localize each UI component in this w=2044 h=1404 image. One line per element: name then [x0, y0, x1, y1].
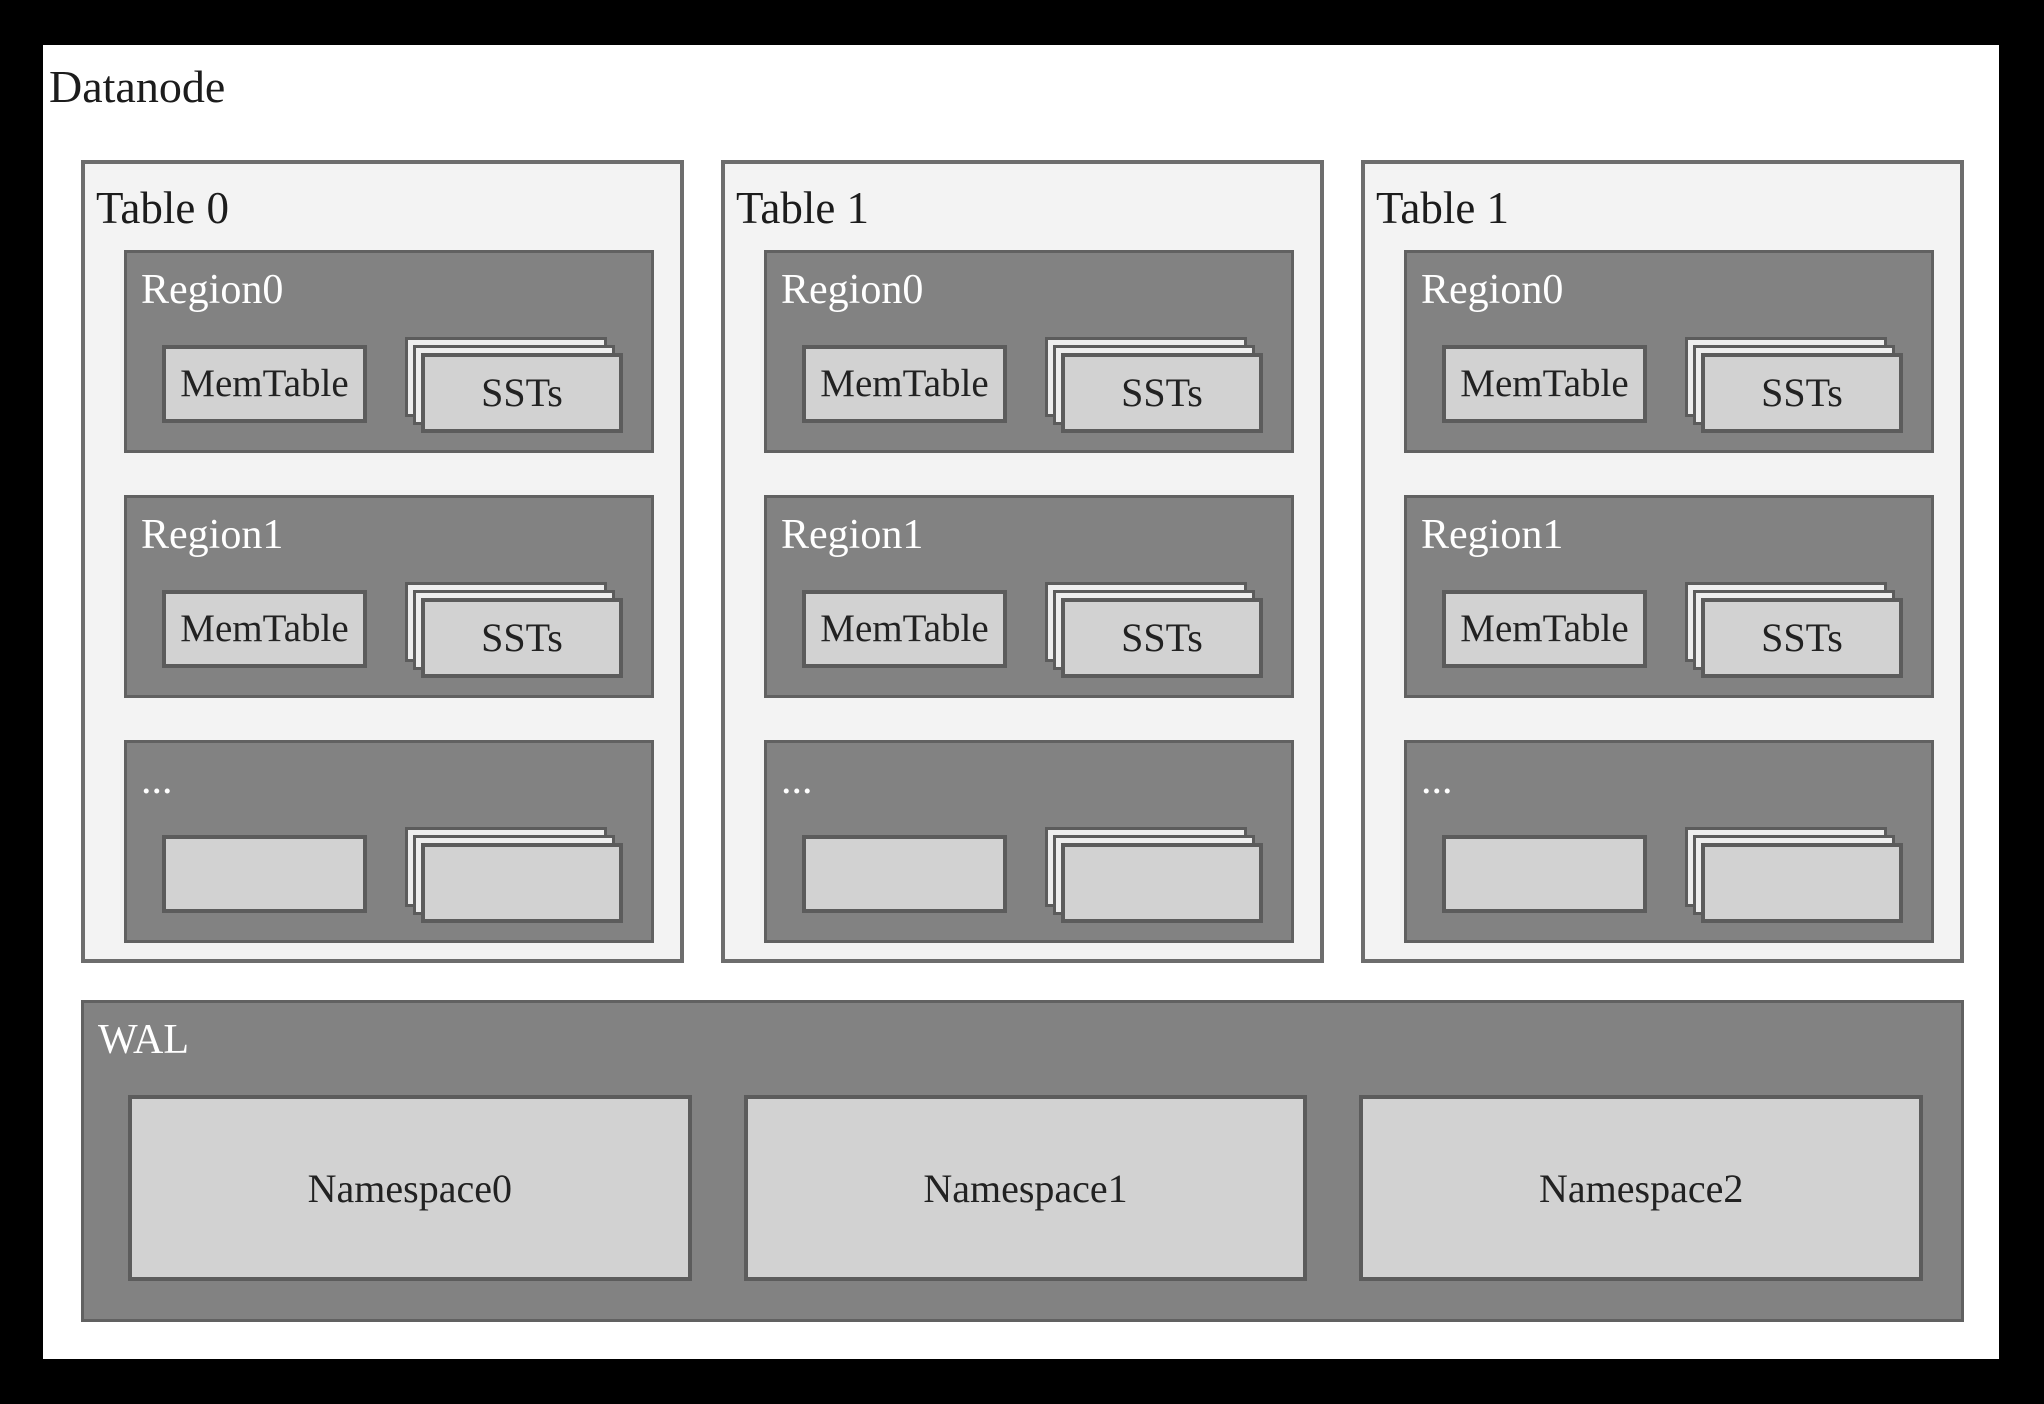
- memtable-box-empty: [162, 834, 367, 913]
- ssts-stack: SSTs: [1045, 581, 1263, 678]
- region-box-ellipsis: ...: [1404, 739, 1934, 943]
- memtable-box: MemTable: [162, 344, 367, 423]
- diagram-title: Datanode: [49, 61, 226, 112]
- region-label: ...: [781, 756, 813, 803]
- table-box-2: Table 1 Region0 MemTable SSTs Region1: [1361, 160, 1964, 963]
- region-label: Region1: [781, 511, 924, 558]
- regions-column: Region0 MemTable SSTs Region1 MemTable: [124, 249, 654, 943]
- region-box-ellipsis: ...: [764, 739, 1294, 943]
- wal-box: WAL Namespace0 Namespace1 Namespace2: [81, 1000, 1964, 1322]
- ssts-front-box: [1061, 842, 1263, 923]
- region-box: Region0 MemTable SSTs: [1404, 249, 1934, 453]
- region-box: Region1 MemTable SSTs: [1404, 494, 1934, 698]
- region-body: MemTable SSTs: [1442, 581, 1903, 678]
- region-body: MemTable SSTs: [802, 581, 1263, 678]
- memtable-box-empty: [802, 834, 1007, 913]
- namespace-box: Namespace1: [743, 1095, 1308, 1281]
- region-body: [1442, 826, 1903, 923]
- ssts-front-box: SSTs: [421, 352, 623, 433]
- region-label: Region0: [781, 266, 924, 313]
- region-label: Region1: [1421, 511, 1564, 558]
- namespaces-row: Namespace0 Namespace1 Namespace2: [128, 1095, 1924, 1281]
- table-box-1: Table 1 Region0 MemTable SSTs Region1: [721, 160, 1324, 963]
- ssts-front-box: SSTs: [1061, 352, 1263, 433]
- region-body: [802, 826, 1263, 923]
- table-label: Table 1: [1376, 183, 1510, 233]
- region-box: Region0 MemTable SSTs: [764, 249, 1294, 453]
- region-label: ...: [141, 756, 173, 803]
- ssts-stack: SSTs: [405, 581, 623, 678]
- memtable-box: MemTable: [802, 344, 1007, 423]
- memtable-box: MemTable: [162, 589, 367, 668]
- ssts-stack: SSTs: [405, 336, 623, 433]
- ssts-stack-empty: [1685, 826, 1903, 923]
- table-box-0: Table 0 Region0 MemTable SSTs Region1: [81, 160, 684, 963]
- region-body: MemTable SSTs: [802, 336, 1263, 433]
- table-label: Table 1: [736, 183, 870, 233]
- region-box: Region0 MemTable SSTs: [124, 249, 654, 453]
- region-label: Region0: [1421, 266, 1564, 313]
- memtable-box: MemTable: [1442, 589, 1647, 668]
- ssts-stack-empty: [1045, 826, 1263, 923]
- region-label: Region1: [141, 511, 284, 558]
- region-body: MemTable SSTs: [1442, 336, 1903, 433]
- regions-column: Region0 MemTable SSTs Region1 MemTable: [1404, 249, 1934, 943]
- wal-label: WAL: [98, 1017, 189, 1063]
- table-label: Table 0: [96, 183, 230, 233]
- ssts-front-box: [1701, 842, 1903, 923]
- namespace-box: Namespace0: [128, 1095, 692, 1281]
- memtable-box: MemTable: [1442, 344, 1647, 423]
- region-label: Region0: [141, 266, 284, 313]
- ssts-stack-empty: [405, 826, 623, 923]
- region-box: Region1 MemTable SSTs: [124, 494, 654, 698]
- namespace-box: Namespace2: [1359, 1095, 1924, 1281]
- ssts-front-box: SSTs: [421, 597, 623, 678]
- ssts-stack: SSTs: [1045, 336, 1263, 433]
- region-box-ellipsis: ...: [124, 739, 654, 943]
- ssts-front-box: SSTs: [1061, 597, 1263, 678]
- ssts-front-box: [421, 842, 623, 923]
- region-body: [162, 826, 623, 923]
- tables-row: Table 0 Region0 MemTable SSTs Region1: [81, 160, 1964, 963]
- ssts-front-box: SSTs: [1701, 352, 1903, 433]
- memtable-box-empty: [1442, 834, 1647, 913]
- regions-column: Region0 MemTable SSTs Region1 MemTable: [764, 249, 1294, 943]
- memtable-box: MemTable: [802, 589, 1007, 668]
- ssts-front-box: SSTs: [1701, 597, 1903, 678]
- region-body: MemTable SSTs: [162, 581, 623, 678]
- ssts-stack: SSTs: [1685, 336, 1903, 433]
- datanode-canvas: Datanode Table 0 Region0 MemTable SSTs: [43, 45, 1999, 1359]
- ssts-stack: SSTs: [1685, 581, 1903, 678]
- region-body: MemTable SSTs: [162, 336, 623, 433]
- region-box: Region1 MemTable SSTs: [764, 494, 1294, 698]
- region-label: ...: [1421, 756, 1453, 803]
